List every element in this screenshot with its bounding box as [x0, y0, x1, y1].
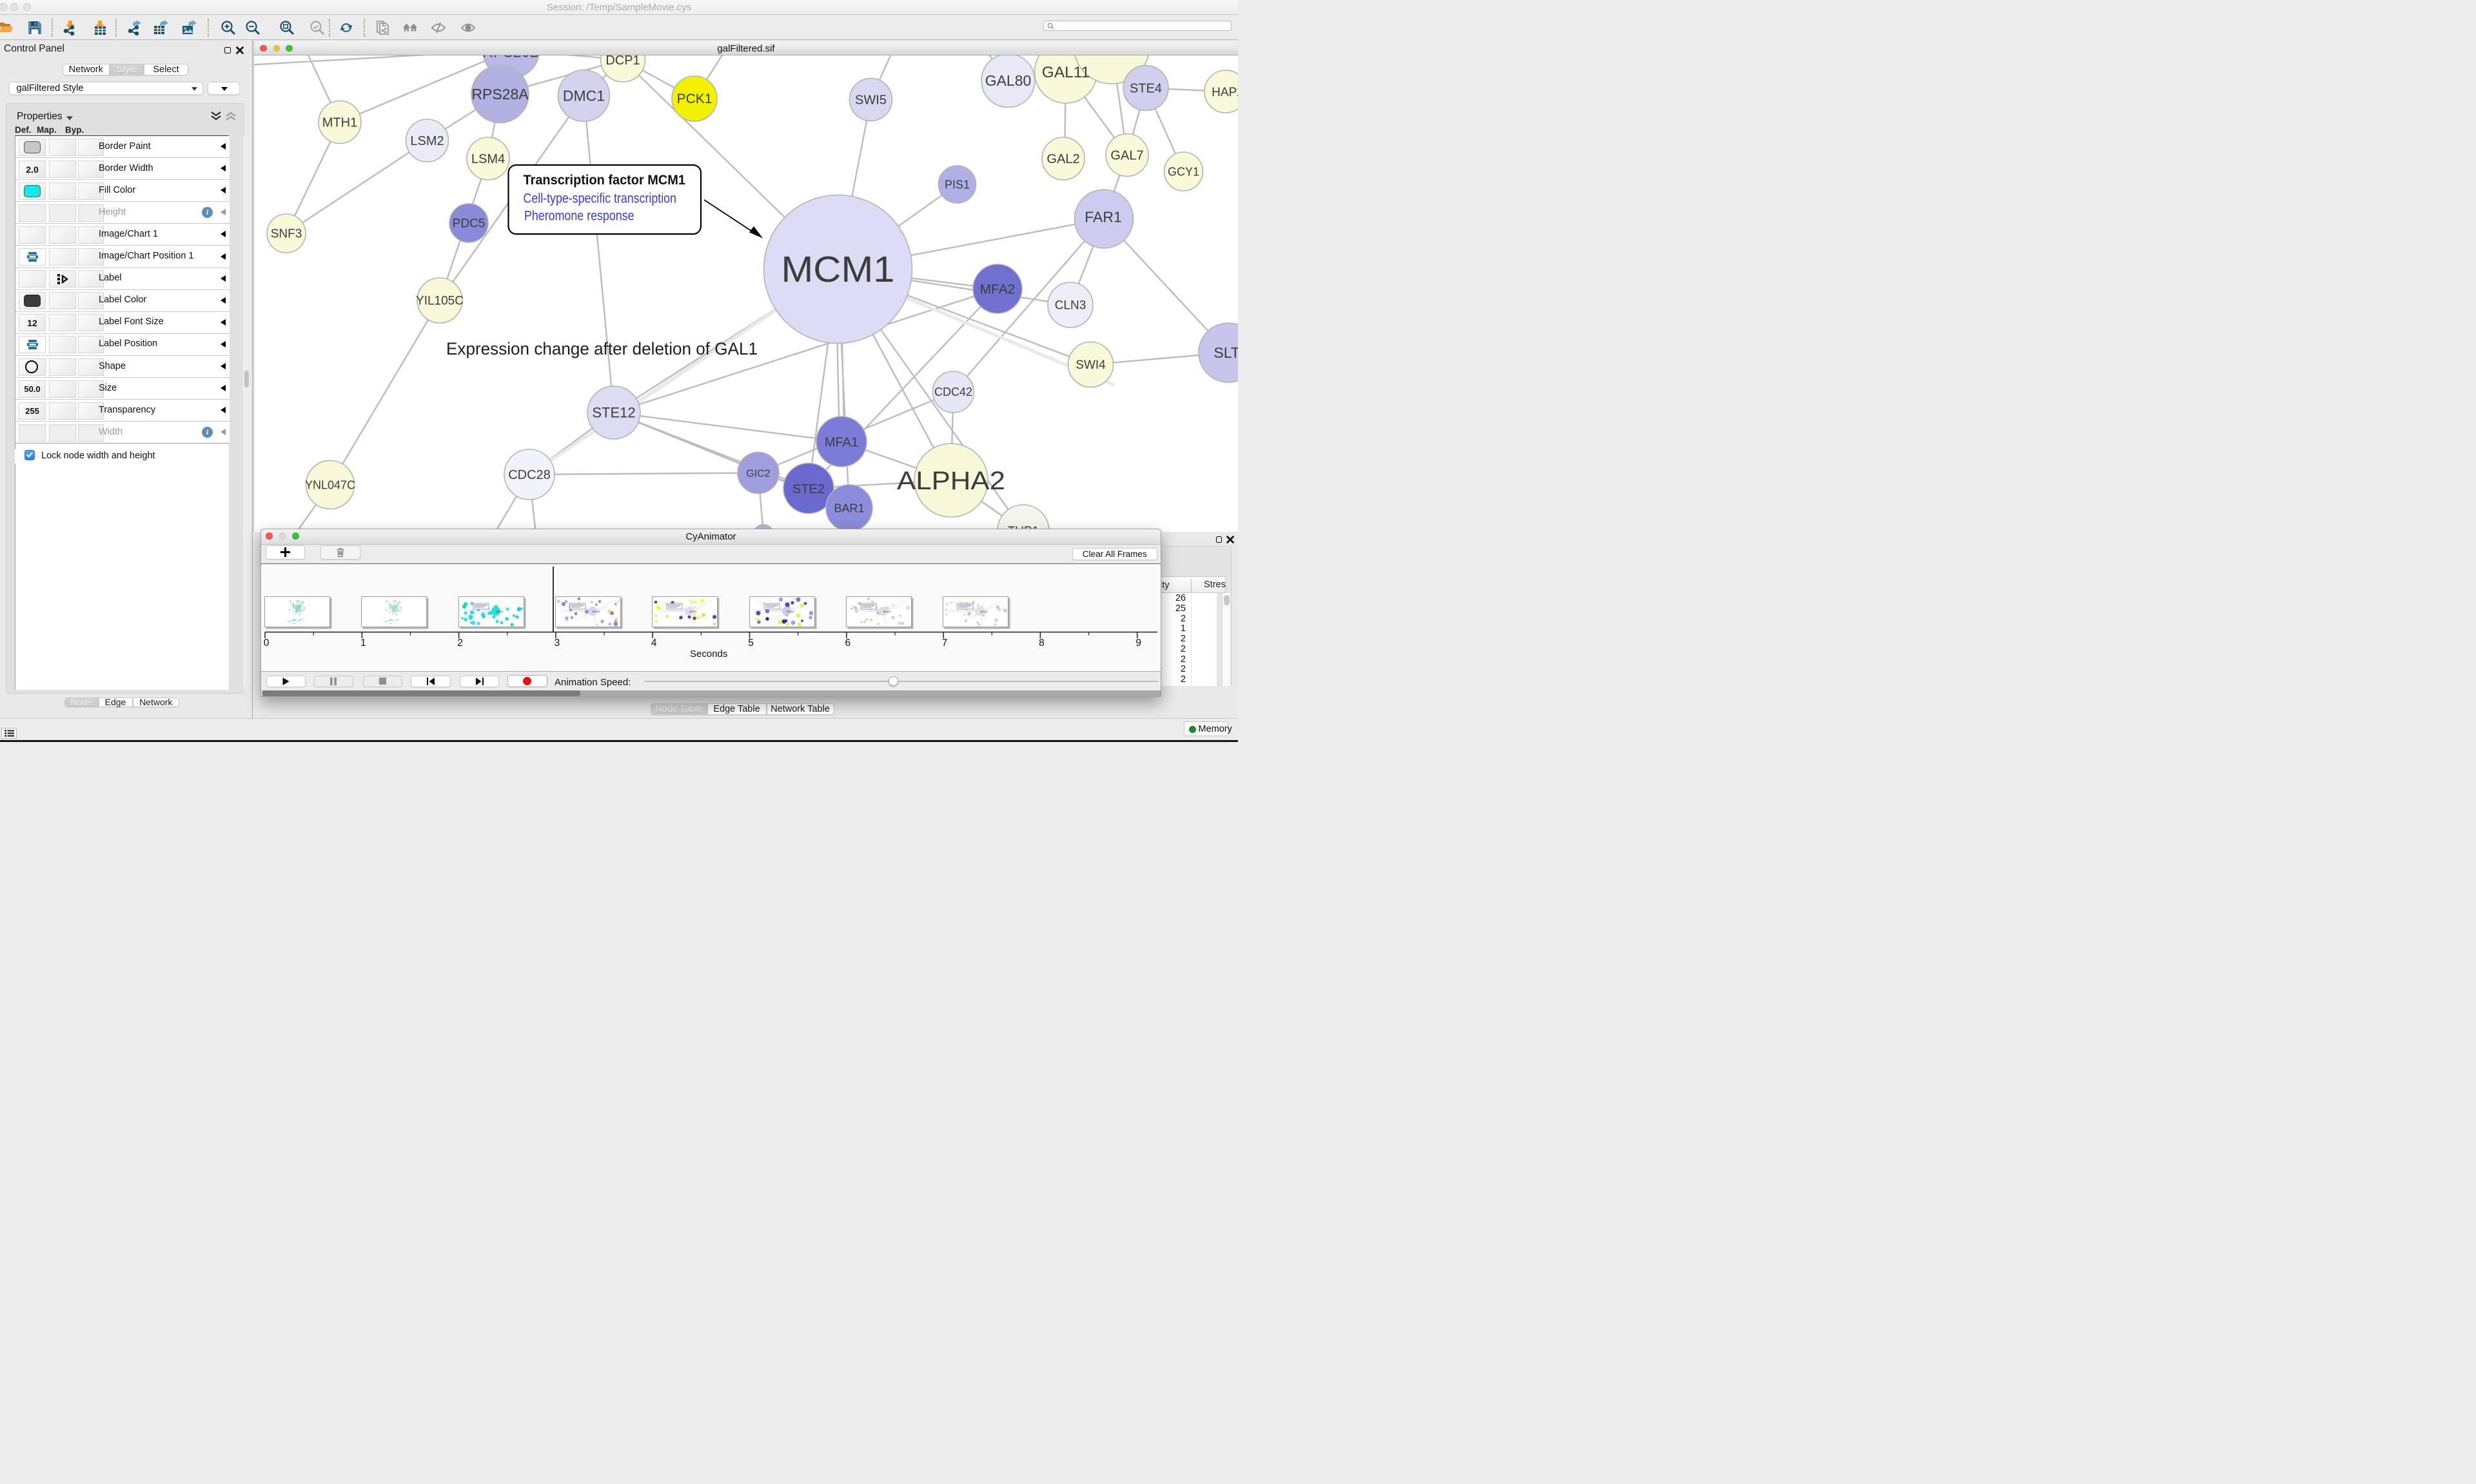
- svg-text:MCM1: MCM1: [593, 610, 601, 613]
- svg-text:ALPHA2: ALPHA2: [897, 467, 1005, 495]
- svg-text:FAR1: FAR1: [1085, 209, 1122, 226]
- svg-text:PCK1: PCK1: [677, 92, 712, 106]
- svg-text:MCM1: MCM1: [496, 610, 504, 613]
- svg-text:SWI4: SWI4: [1076, 358, 1106, 372]
- svg-text:PDC5: PDC5: [453, 217, 486, 231]
- svg-text:3: 3: [555, 638, 560, 648]
- svg-text:4: 4: [651, 638, 657, 648]
- svg-text:RPS26B: RPS26B: [482, 55, 539, 61]
- svg-text:2: 2: [457, 638, 463, 648]
- svg-text:GAL80: GAL80: [985, 72, 1032, 89]
- svg-text:MFA2: MFA2: [980, 282, 1016, 297]
- svg-text:9: 9: [1135, 638, 1141, 648]
- svg-text:Transcription factor MCM1: Transcription factor MCM1: [524, 172, 686, 188]
- svg-text:BAR1: BAR1: [834, 502, 864, 515]
- svg-text:1: 1: [360, 638, 366, 648]
- svg-text:CLN3: CLN3: [1055, 299, 1086, 313]
- svg-text:GAL7: GAL7: [1110, 149, 1143, 163]
- svg-text:GCY1: GCY1: [1168, 166, 1199, 179]
- svg-text:DCP1: DCP1: [605, 55, 640, 68]
- svg-text:Expression change after deleti: Expression change after deletion of GAL1: [446, 339, 758, 358]
- svg-text:HAP2: HAP2: [1212, 86, 1238, 99]
- svg-text:8: 8: [1039, 638, 1045, 648]
- svg-text:MCM1: MCM1: [883, 610, 892, 613]
- svg-text:TUP1: TUP1: [1008, 525, 1039, 532]
- svg-text:SWI5: SWI5: [855, 93, 887, 108]
- svg-text:DMC1: DMC1: [563, 88, 605, 104]
- svg-text:CDC28: CDC28: [508, 468, 551, 482]
- svg-text:MCM1: MCM1: [689, 610, 698, 613]
- svg-text:7: 7: [942, 638, 948, 648]
- svg-text:GAL11: GAL11: [1042, 64, 1090, 81]
- svg-text:Pheromone response: Pheromone response: [524, 209, 634, 224]
- svg-text:LSM2: LSM2: [410, 134, 444, 148]
- svg-text:MCM1: MCM1: [787, 610, 795, 613]
- svg-text:Cell-type-specific transcripti: Cell-type-specific transcription: [524, 191, 677, 206]
- svg-text:MCM1: MCM1: [980, 610, 988, 613]
- svg-text:6: 6: [845, 638, 850, 648]
- svg-text:PIS1: PIS1: [945, 179, 970, 191]
- svg-text:YNL047C: YNL047C: [305, 479, 355, 492]
- svg-text:GAL2: GAL2: [1046, 152, 1079, 166]
- svg-text:STE4: STE4: [1130, 82, 1162, 96]
- svg-text:STE12: STE12: [592, 405, 635, 421]
- svg-text:GIC2: GIC2: [746, 469, 770, 480]
- svg-text:CDC42: CDC42: [934, 386, 972, 398]
- svg-text:RPS28A: RPS28A: [471, 86, 529, 103]
- svg-text:STE2: STE2: [792, 482, 825, 496]
- svg-text:YIL105C: YIL105C: [416, 295, 464, 308]
- svg-text:MTH1: MTH1: [322, 116, 357, 130]
- svg-text:SLT2: SLT2: [1213, 344, 1238, 361]
- svg-text:MFA1: MFA1: [825, 436, 858, 450]
- svg-text:MCM1: MCM1: [781, 249, 895, 290]
- svg-text:5: 5: [748, 638, 754, 648]
- svg-text:0: 0: [264, 638, 270, 648]
- svg-text:LSM4: LSM4: [471, 152, 505, 166]
- svg-text:SNF3: SNF3: [271, 228, 302, 241]
